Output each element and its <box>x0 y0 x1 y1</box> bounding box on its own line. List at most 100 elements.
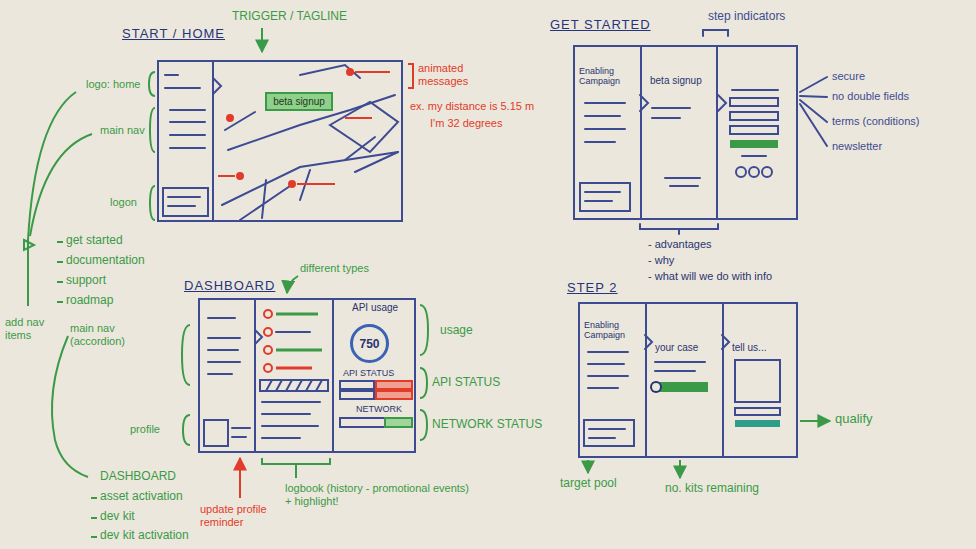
sketch-lines <box>585 103 625 142</box>
status-markers <box>276 367 312 370</box>
annotation-text: secure <box>832 70 865 83</box>
sketch-lines <box>170 110 205 148</box>
sketch-lines <box>718 95 726 111</box>
annotation-bracket <box>420 368 427 398</box>
annotation-text: - why <box>648 254 674 267</box>
sketch-lines <box>204 300 412 451</box>
annotation-text: API usage <box>352 302 398 314</box>
sketch-lines <box>225 112 255 130</box>
column-title: tell us... <box>724 304 796 354</box>
annotation-text: NETWORK <box>356 404 402 414</box>
annotation-bracket <box>150 108 155 152</box>
annotation-bracket <box>149 72 155 96</box>
annotation-text: step indicators <box>708 10 785 24</box>
annotation-curve <box>91 498 97 537</box>
wireframe-title: GET STARTED <box>550 17 651 32</box>
sketch-lines <box>652 108 700 186</box>
status-markers <box>264 328 272 336</box>
usage-gauge: 750 <box>350 324 389 363</box>
sketch-lines <box>655 362 705 371</box>
annotation-text: I'm 32 degrees <box>430 117 502 130</box>
annotation-curve <box>24 240 34 250</box>
annotation-bracket <box>262 458 330 478</box>
annotation-text: API STATUS <box>343 368 394 378</box>
sketch-lines <box>266 380 322 391</box>
annotation-text: no double fields <box>832 90 909 103</box>
sketch-lines <box>762 167 772 177</box>
sketch-lines <box>260 380 328 391</box>
annotation-bracket <box>420 305 428 355</box>
annotation-text: get started <box>66 234 123 248</box>
sketch-lines <box>730 98 778 106</box>
signup-button: beta signup <box>265 92 333 111</box>
sketch-lines <box>340 381 374 389</box>
status-markers <box>264 310 272 318</box>
sketch-lines <box>255 300 333 451</box>
annotation-curve <box>52 336 88 477</box>
annotation-text: main nav (accordion) <box>70 322 170 347</box>
annotation-text: - advantages <box>648 238 712 251</box>
message-markers <box>297 183 335 185</box>
sketch-lines <box>730 112 778 120</box>
annotation-text: ex. my distance is 5.15 m <box>410 100 534 113</box>
annotation-bracket <box>150 186 155 220</box>
message-markers <box>237 173 243 179</box>
status-markers <box>376 381 412 389</box>
annotation-bracket <box>408 64 413 88</box>
sketch-lines <box>735 408 780 415</box>
gauge-value: 750 <box>359 337 379 351</box>
sketch-lines <box>222 152 398 205</box>
sketch-lines <box>736 167 746 177</box>
sketch-lines <box>340 418 412 427</box>
case-bullet <box>651 382 661 392</box>
annotation-text: DASHBOARD <box>100 470 176 484</box>
annotation-text: API STATUS <box>432 376 500 390</box>
annotation-curve <box>24 92 97 537</box>
wireframe-frame: START / HOMEbeta signup <box>157 60 403 222</box>
annotation-curve <box>30 134 92 236</box>
annotation-text: - what will we do with info <box>648 270 772 283</box>
sketch-lines <box>276 331 310 333</box>
sketch-lines <box>580 183 630 211</box>
sketch-lines <box>232 428 250 437</box>
wireframe-title: STEP 2 <box>567 280 618 295</box>
annotation-text: animated messages <box>418 62 498 87</box>
sketch-lines <box>208 318 240 374</box>
sketch-lines <box>163 62 398 220</box>
message-markers <box>227 115 233 121</box>
form-column: your case <box>645 304 722 456</box>
annotation-text: terms (conditions) <box>832 115 919 128</box>
annotation-text: qualify <box>835 412 873 427</box>
annotation-text: TRIGGER / TAGLINE <box>232 10 347 24</box>
annotation-text: roadmap <box>66 294 113 308</box>
annotation-text: Enabling Campaign <box>579 66 634 87</box>
status-markers <box>376 391 412 399</box>
sketch-lines <box>735 360 780 402</box>
pointer-arrow <box>679 460 681 478</box>
sketch-lines <box>213 78 221 94</box>
wireframe-title: DASHBOARD <box>184 278 275 293</box>
annotation-text: Enabling Campaign <box>584 320 639 341</box>
status-markers <box>276 313 318 316</box>
sketch-lines <box>730 126 778 134</box>
button-text: beta signup <box>273 96 325 107</box>
sketch-lines <box>262 402 320 438</box>
sketch-lines <box>300 65 360 78</box>
message-markers <box>345 117 372 119</box>
annotation-text: profile <box>130 423 160 436</box>
annotation-text: logon <box>110 196 137 209</box>
status-markers <box>264 310 412 427</box>
message-markers <box>347 69 353 75</box>
sketch-lines <box>204 420 228 446</box>
pointer-arrow <box>261 28 263 52</box>
sketch-lines <box>742 155 766 157</box>
pointer-arrow <box>287 276 298 293</box>
annotation-text: dev kit activation <box>100 529 189 543</box>
annotation-text: newsletter <box>832 140 882 153</box>
sketch-lines <box>749 167 759 177</box>
annotation-curve <box>57 242 63 302</box>
pointer-arrow <box>800 420 830 422</box>
